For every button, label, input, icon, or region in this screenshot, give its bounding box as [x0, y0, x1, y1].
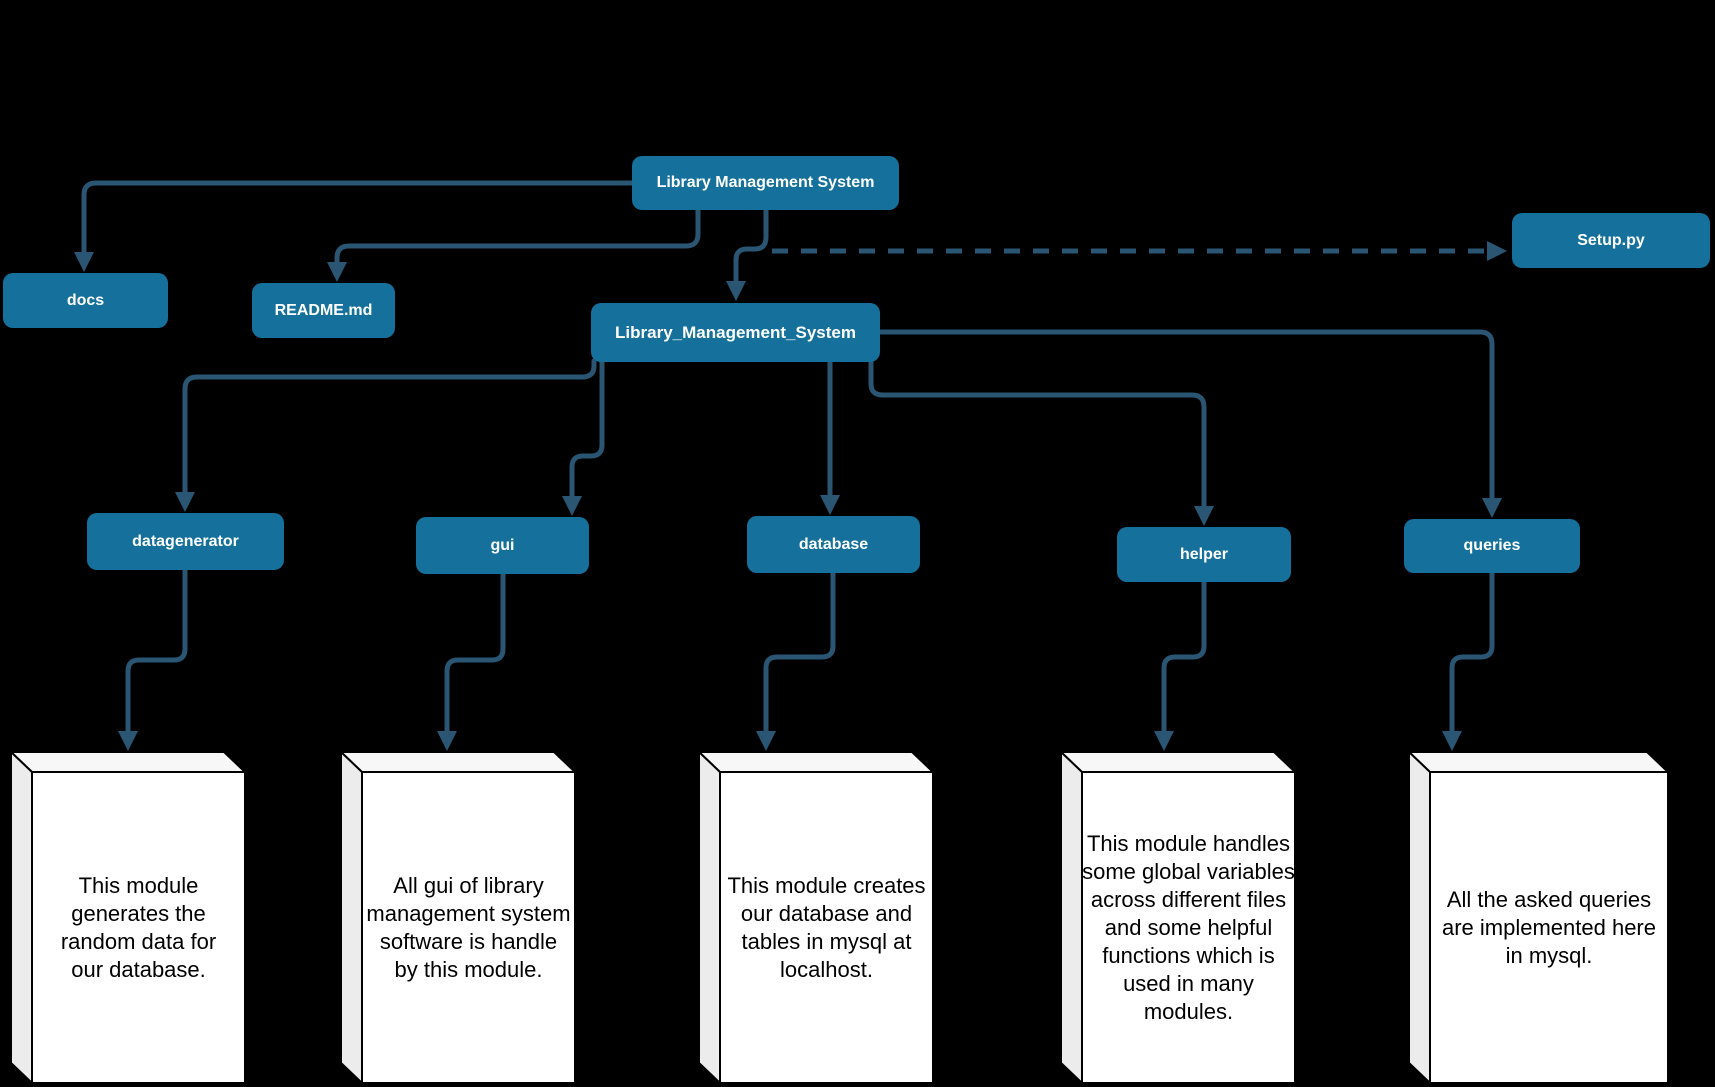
edge-database-note [756, 570, 836, 751]
note-box-helper [1058, 749, 1298, 1086]
node-readme[interactable]: README.md [252, 283, 395, 338]
edge-root-lms [726, 207, 769, 301]
arrowhead-helper [1194, 506, 1214, 526]
edge-root-setup-dashed [772, 241, 1507, 261]
note-text-datagenerator: This module generates the random data fo… [60, 872, 217, 982]
note-text-queries: All the asked queries are implemented he… [1441, 886, 1656, 968]
arrowhead-setup [1487, 241, 1507, 261]
note-box-database [696, 749, 936, 1086]
edge-gui-note [437, 571, 506, 751]
edge-datagenerator-note [118, 567, 188, 751]
arrowhead-note-datagenerator [118, 731, 138, 751]
arrowhead-readme [327, 262, 347, 282]
node-helper[interactable]: helper [1117, 527, 1291, 582]
arrowhead-queries [1482, 498, 1502, 518]
arrowhead-note-helper [1154, 731, 1174, 751]
note-text-database: This module creates our database and tab… [727, 872, 926, 982]
arrowhead-gui [562, 496, 582, 516]
note-text-helper: This module handles some global variable… [1082, 830, 1295, 1024]
node-database[interactable]: database [747, 516, 920, 573]
edge-lms-helper [868, 358, 1214, 526]
arrowhead-note-queries [1442, 731, 1462, 751]
node-datagenerator[interactable]: datagenerator [87, 513, 284, 570]
arrowhead-note-gui [437, 731, 457, 751]
edge-helper-note [1154, 579, 1207, 751]
edge-root-readme [327, 207, 701, 282]
node-gui[interactable]: gui [416, 517, 589, 574]
edge-lms-database [820, 358, 840, 515]
edge-queries-note [1442, 570, 1495, 751]
note-box-queries [1406, 749, 1671, 1086]
note-box-datagenerator [8, 749, 248, 1086]
edge-lms-datagenerator [175, 358, 597, 512]
arrowhead-datagenerator [175, 492, 195, 512]
node-queries[interactable]: queries [1404, 519, 1580, 573]
arrowhead-docs [74, 252, 94, 272]
node-setup-py[interactable]: Setup.py [1512, 213, 1710, 268]
arrowhead-lms [726, 281, 746, 301]
edge-lms-gui [562, 358, 605, 516]
arrowhead-note-database [756, 731, 776, 751]
node-docs[interactable]: docs [3, 273, 168, 328]
edge-root-docs [74, 180, 636, 272]
arrowhead-database [820, 495, 840, 515]
node-library-management-system[interactable]: Library Management System [632, 156, 899, 210]
note-box-gui [338, 749, 578, 1086]
edge-lms-queries [877, 329, 1502, 518]
node-library-management-system-package[interactable]: Library_Management_System [591, 303, 880, 362]
note-text-gui: All gui of library management system sof… [366, 872, 571, 982]
